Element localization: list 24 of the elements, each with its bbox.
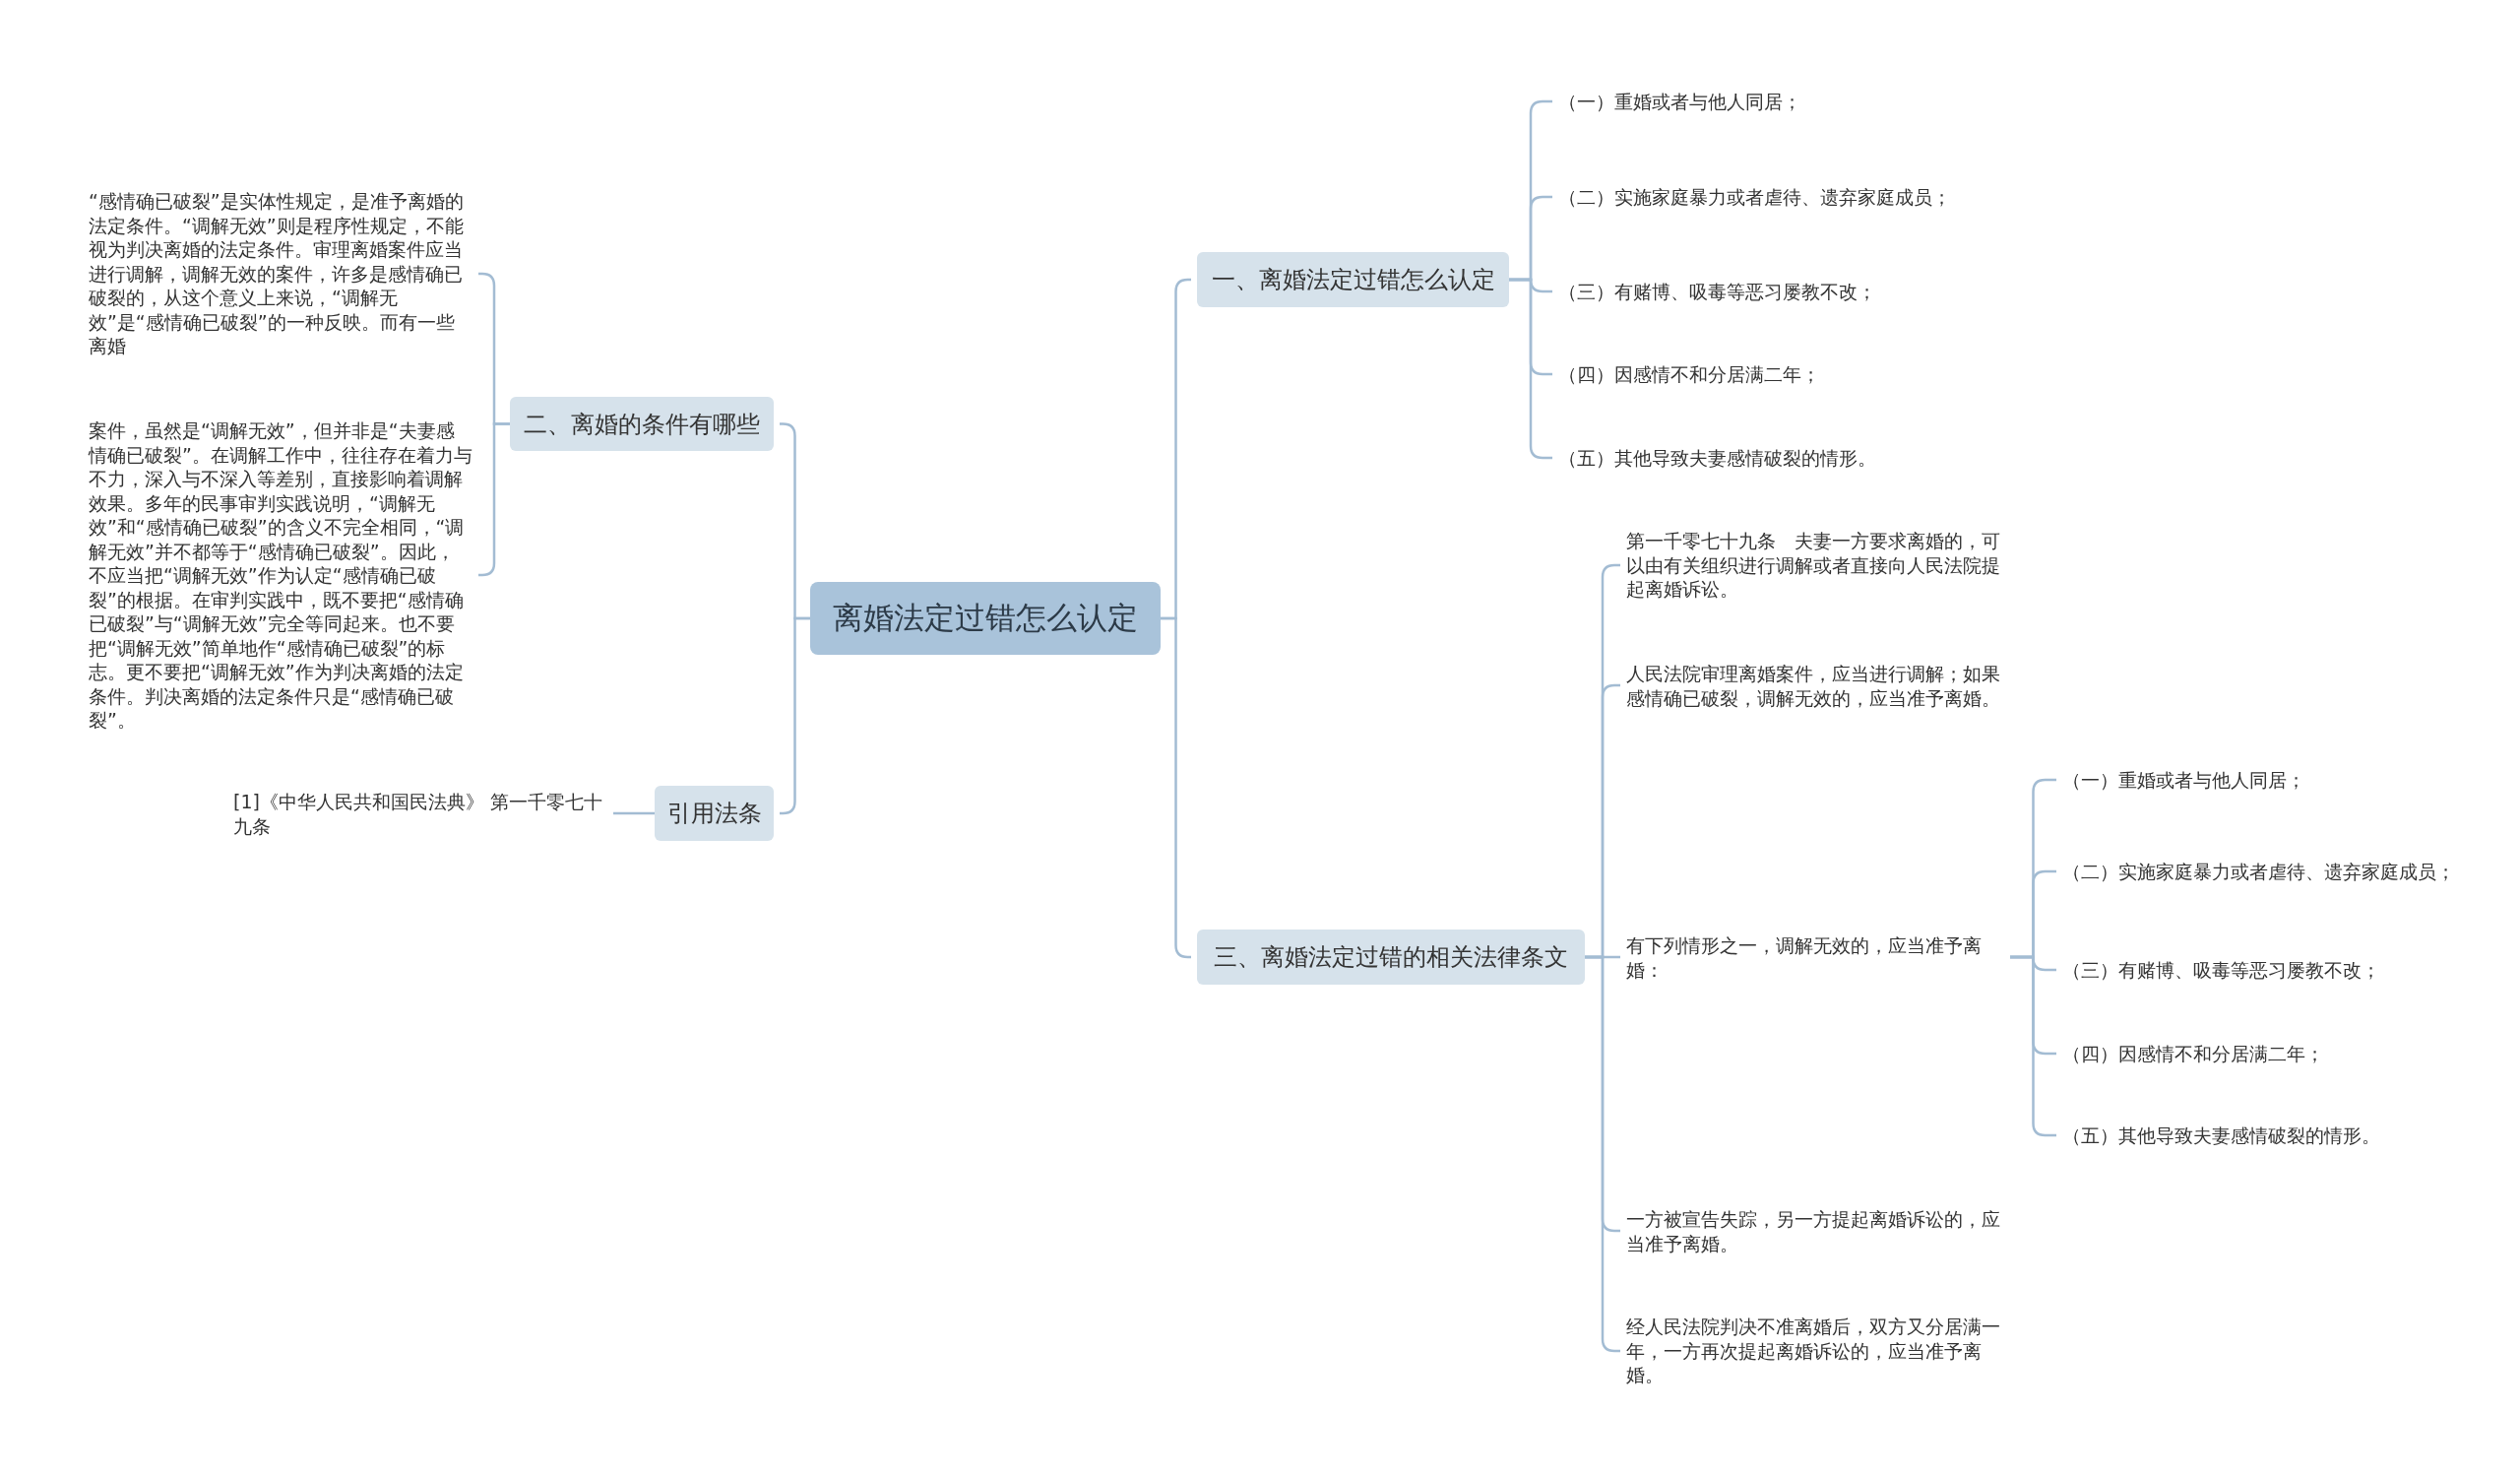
topic-box: 三、离婚法定过错的相关法律条文 [1197,930,1585,985]
topic-text: （四）因感情不和分居满二年； [2062,1041,2476,1066]
topic-text: （四）因感情不和分居满二年； [1558,361,1952,387]
topic-text: 第一千零七十九条 夫妻一方要求离婚的，可以由有关组织进行调解或者直接向人民法院提起离婚诉讼。 [1626,529,2010,602]
central-topic-box: 离婚法定过错怎么认定 [810,582,1161,655]
topic-text: “感情确已破裂”是实体性规定，是准予离婚的法定条件。“调解无效”则是程序性规定，不能视为判决离婚的法定条件。审理离婚案件应当进行调解，调解无效的案件，许多是感情确已破裂的，从这个意义上来说，“调解无效”是“感情确已破裂”的一种反映。而有一些离婚 [89,189,472,358]
topic-box: 二、离婚的条件有哪些 [510,397,774,451]
topic-text: （三）有赌博、吸毒等恶习屡教不改； [2062,957,2476,983]
topic-text: 经人民法院判决不准离婚后，双方又分居满一年，一方再次提起离婚诉讼的，应当准予离婚。 [1626,1315,2010,1387]
topic-text: 案件，虽然是“调解无效”，但并非是“夫妻感情确已破裂”。在调解工作中，往往存在着力与不力，深入与不深入等差别，直接影响着调解效果。多年的民事审判实践说明，“调解无效”和“感情确已破裂”的含义不完全相同，“调解无效”并不都等于“感情确已破裂”。因此，不应当把“调解无效”作为认定“感情确已破裂”的根据。在审判实践中，既不要把“感情确已破裂”与“调解无效”完全等同起来。也不要把“调解无效”简单地作“感情确已破裂”的标志。更不要把“调解无效”作为判决离婚的法定条件。判决离婚的法定条件只是“感情确已破裂”。 [89,417,472,733]
topic-text: （三）有赌博、吸毒等恶习屡教不改； [1558,279,1952,304]
topic-text: （五）其他导致夫妻感情破裂的情形。 [1558,445,1952,471]
topic-text: （二）实施家庭暴力或者虐待、遗弃家庭成员； [1558,184,1952,210]
connector-line [613,811,655,815]
topic-box: 引用法条 [655,786,774,841]
topic-text: （二）实施家庭暴力或者虐待、遗弃家庭成员； [2062,859,2476,884]
topic-box: 一、离婚法定过错怎么认定 [1197,252,1509,307]
topic-text: 有下列情形之一，调解无效的，应当准予离婚： [1626,932,2010,982]
topic-text: （一）重婚或者与他人同居； [1558,89,1952,114]
topic-text: （五）其他导致夫妻感情破裂的情形。 [2062,1123,2476,1148]
topic-text: [1]《中华人民共和国民法典》 第一千零七十九条 [233,789,607,838]
topic-text: 人民法院审理离婚案件，应当进行调解；如果感情确已破裂，调解无效的，应当准予离婚。 [1626,661,2010,710]
topic-text: 一方被宣告失踪，另一方提起离婚诉讼的，应当准予离婚。 [1626,1206,2010,1255]
topic-text: （一）重婚或者与他人同居； [2062,767,2476,793]
